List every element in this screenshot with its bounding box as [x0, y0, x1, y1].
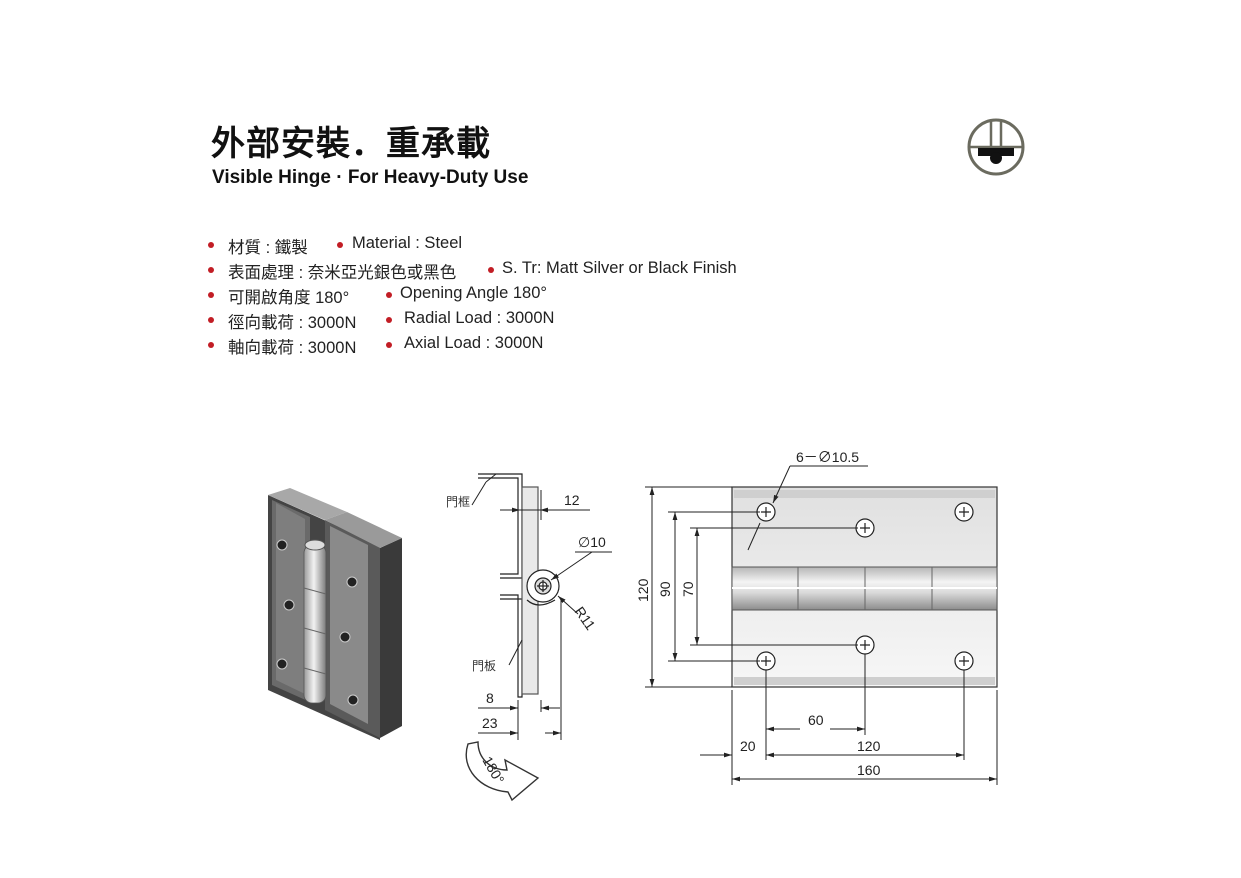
bullet-icon [208, 342, 214, 348]
spec-en: S. Tr: Matt Silver or Black Finish [502, 259, 737, 277]
dim-width-120: 120 [857, 738, 881, 754]
bullet-icon [208, 292, 214, 298]
spec-zh: 軸向載荷 : 3000N [228, 339, 357, 357]
hole-spec-label: 6－∅10.5 [796, 449, 859, 465]
spec-zh: 表面處理 : 奈米亞光銀色或黑色 [228, 264, 457, 282]
spec-zh: 徑向載荷 : 3000N [228, 314, 357, 332]
dim-60: 60 [808, 712, 824, 728]
hole [954, 502, 974, 522]
bullet-icon [208, 267, 214, 273]
bullet-icon [386, 342, 392, 348]
hole [954, 651, 974, 671]
side-view-dimensions [471, 473, 612, 740]
bullet-icon [386, 292, 392, 298]
dim-12: 12 [564, 492, 580, 508]
bullet-icon [208, 242, 214, 248]
spec-en: Opening Angle 180° [400, 284, 547, 302]
front-view-drawing [731, 486, 998, 688]
door-panel-label: 門板 [472, 659, 496, 673]
hinge-mount-icon [967, 118, 1025, 176]
page-title-en: Visible Hinge · For Heavy-Duty Use [212, 167, 529, 188]
dim-70: 70 [680, 581, 696, 597]
side-view-drawing [478, 473, 560, 698]
bullet-icon [208, 317, 214, 323]
dim-90: 90 [657, 581, 673, 597]
spec-en: Axial Load : 3000N [404, 334, 544, 352]
door-frame-label: 門框 [446, 495, 470, 509]
dim-23: 23 [482, 715, 498, 731]
rotation-arrow-icon [465, 741, 540, 802]
hinge-3d-illustration [268, 488, 402, 740]
page-title-zh: 外部安裝．重承載 [211, 124, 491, 164]
front-view-holes [756, 502, 974, 671]
bullet-icon [337, 242, 343, 248]
front-view-labels: 6－∅10.5 120 90 70 60 20 120 160 [635, 449, 881, 778]
spec-en: Material : Steel [352, 234, 463, 252]
dim-diameter-10: ∅10 [578, 534, 606, 550]
bullet-icon [386, 317, 392, 323]
spec-en: Radial Load : 3000N [404, 309, 555, 327]
dim-8: 8 [486, 690, 494, 706]
dim-r11: R11 [572, 604, 599, 634]
bullet-icon [488, 267, 494, 273]
spec-zh: 可開啟角度 180° [228, 289, 350, 307]
hole [855, 518, 875, 538]
dim-160: 160 [857, 762, 881, 778]
dim-20: 20 [740, 738, 756, 754]
hole [855, 635, 875, 655]
front-view-dimensions [645, 465, 998, 785]
spec-zh: 材質 : 鐵製 [228, 239, 308, 257]
dim-height-120: 120 [635, 578, 651, 602]
